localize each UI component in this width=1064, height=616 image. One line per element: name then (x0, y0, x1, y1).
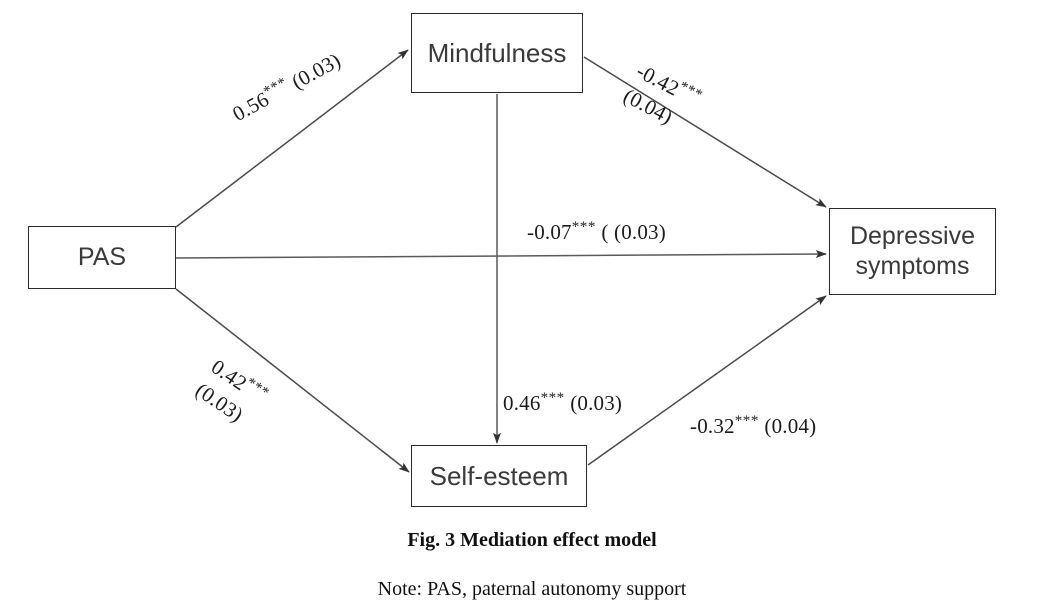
significance-stars: *** (734, 413, 759, 429)
node-depressive-symptoms[interactable]: Depressive symptoms (829, 208, 996, 295)
figure-note: Note: PAS, paternal autonomy support (377, 578, 687, 600)
node-self-esteem-label: Self-esteem (429, 460, 569, 491)
coef-value: 0.46 (503, 391, 541, 415)
path-label-pas-to-depressive: -0.07*** ( (0.03) (527, 219, 666, 245)
path-label-mindfulness-to-self-esteem: 0.46*** (0.03) (503, 390, 622, 416)
node-depressive-symptoms-label: Depressive symptoms (849, 222, 976, 280)
edge-pas-to-self-esteem (175, 288, 410, 473)
node-mindfulness-label: Mindfulness (427, 37, 567, 68)
coef-se: (0.04) (764, 414, 817, 438)
node-self-esteem[interactable]: Self-esteem (411, 445, 587, 507)
edge-pas-to-mindfulness (175, 49, 409, 228)
node-pas-label: PAS (77, 242, 127, 271)
edge-self-esteem-to-depressive (587, 295, 827, 466)
node-mindfulness[interactable]: Mindfulness (411, 13, 583, 93)
coef-se: ( (0.03) (601, 220, 666, 244)
edge-pas-to-depressive (175, 250, 827, 259)
coef-value: -0.32 (690, 414, 735, 438)
coef-se: (0.03) (570, 391, 623, 415)
coef-value: -0.07 (527, 220, 572, 244)
significance-stars: *** (540, 390, 565, 406)
path-label-self-esteem-to-depressive: -0.32*** (0.04) (690, 413, 816, 439)
edge-mindfulness-to-depressive (583, 56, 827, 208)
node-pas[interactable]: PAS (28, 226, 176, 289)
significance-stars: *** (571, 219, 596, 235)
figure-caption: Fig. 3 Mediation effect model (407, 529, 657, 551)
